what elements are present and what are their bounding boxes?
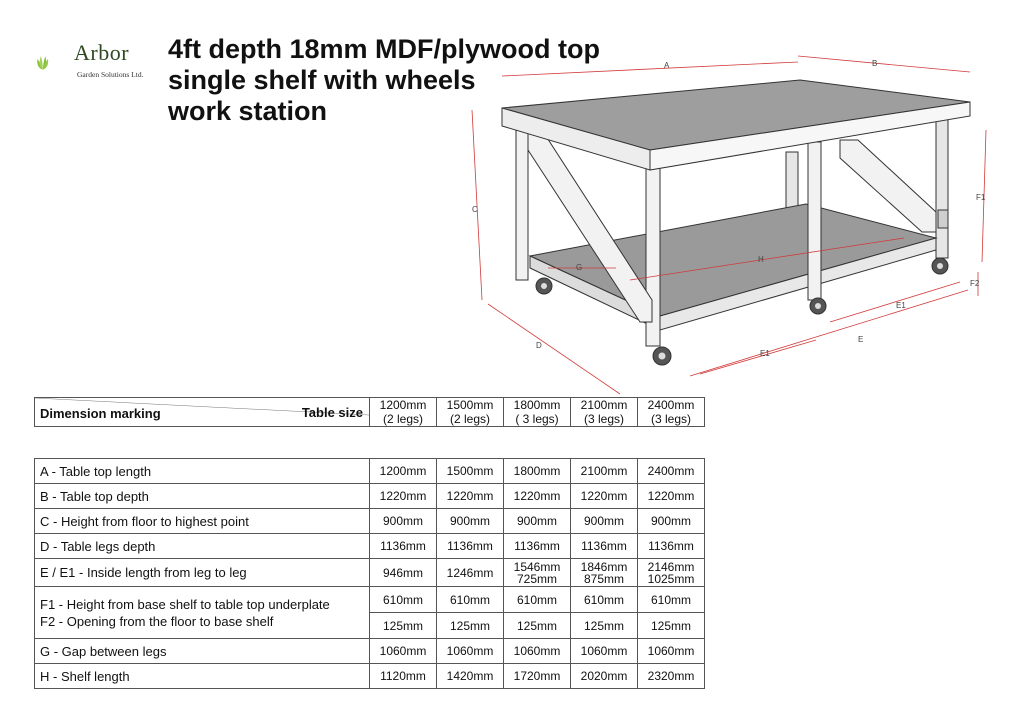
label-e1-front: E1 xyxy=(760,349,770,358)
table-row: D - Table legs depth 1136mm 1136mm 1136m… xyxy=(34,533,705,559)
table-size-heading: Table size xyxy=(301,405,363,420)
label-a: A xyxy=(664,61,670,70)
size-column-header: 1500mm(2 legs) xyxy=(436,397,504,427)
table-row: H - Shelf length 1120mm 1420mm 1720mm 20… xyxy=(34,663,705,689)
corner-diagonal xyxy=(35,398,369,416)
label-f1: F1 xyxy=(976,193,986,202)
table-row: G - Gap between legs 1060mm 1060mm 1060m… xyxy=(34,638,705,664)
size-column-header: 2100mm(3 legs) xyxy=(570,397,638,427)
dimension-table: A - Table top length 1200mm 1500mm 1800m… xyxy=(34,458,705,689)
label-b: B xyxy=(872,59,877,68)
title-line-3: work station xyxy=(168,96,328,126)
dimension-lines xyxy=(471,55,987,395)
table-row: 125mm 125mm 125mm 125mm 125mm xyxy=(35,612,705,639)
workbench-illustration xyxy=(501,79,971,366)
table-row: A - Table top length 1200mm 1500mm 1800m… xyxy=(34,458,705,484)
table-row: C - Height from floor to highest point 9… xyxy=(34,508,705,534)
label-c: C xyxy=(472,205,478,214)
size-column-header: 1200mm(2 legs) xyxy=(369,397,437,427)
label-g: G xyxy=(576,263,582,272)
brand-name: Arbor xyxy=(74,40,130,65)
page-title: 4ft depth 18mm MDF/plywood top single sh… xyxy=(168,34,600,127)
title-line-1: 4ft depth 18mm MDF/plywood top xyxy=(168,34,600,64)
size-header-table: Table size Dimension marking 1200mm(2 le… xyxy=(34,397,705,427)
label-d: D xyxy=(536,341,542,350)
size-column-header: 2400mm(3 legs) xyxy=(637,397,705,427)
size-column-header: 1800mm( 3 legs) xyxy=(503,397,571,427)
label-h: H xyxy=(758,255,764,264)
workbench-diagram: A B C D E E1 E1 F1 F2 G H xyxy=(471,55,987,395)
table-row: F1 - Height from base shelf to table top… xyxy=(34,586,705,639)
brand-subtitle: Garden Solutions Ltd. xyxy=(77,70,144,79)
table-row: E / E1 - Inside length from leg to leg 9… xyxy=(34,558,705,587)
label-e: E xyxy=(858,335,863,344)
dimension-labels: A B C D E E1 E1 F1 F2 G H xyxy=(472,59,986,358)
label-e1-back: E1 xyxy=(896,301,906,310)
leaf-icon xyxy=(37,56,49,70)
table-row: B - Table top depth 1220mm 1220mm 1220mm… xyxy=(34,483,705,509)
dimension-marking-heading: Dimension marking xyxy=(40,406,161,421)
table-corner-cell: Table size Dimension marking xyxy=(34,397,370,427)
title-line-2: single shelf with wheels xyxy=(168,65,476,95)
label-f2: F2 xyxy=(970,279,980,288)
arbor-logo xyxy=(37,56,49,70)
